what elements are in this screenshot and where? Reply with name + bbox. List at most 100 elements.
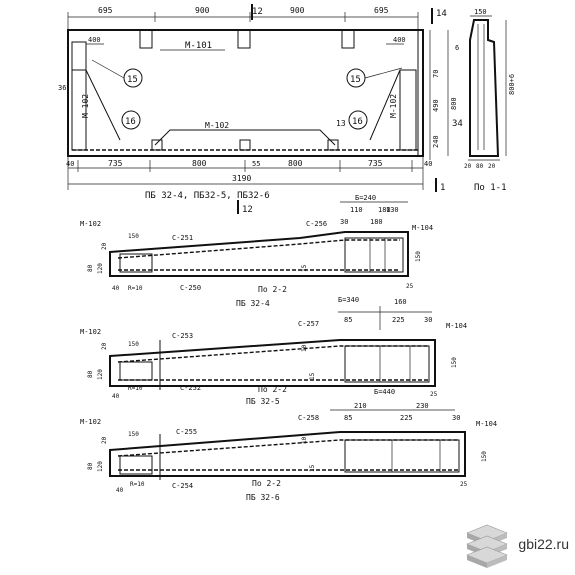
dim-top-2: 900 bbox=[195, 6, 210, 15]
mark-right: M-104 bbox=[412, 224, 433, 232]
section11-height: 800+6 bbox=[508, 74, 516, 95]
section11-top-dim: 150 bbox=[474, 8, 487, 16]
callout-15-right: 15 bbox=[350, 75, 361, 85]
side-dim-2: 490 bbox=[432, 99, 440, 112]
rebar-top: С-253 bbox=[172, 332, 193, 340]
dim-400-right: 400 bbox=[393, 36, 406, 44]
watermark-text: gbi22.ru bbox=[518, 536, 569, 552]
rebar-top: С-251 bbox=[172, 234, 193, 242]
dim-15: 15 bbox=[301, 264, 308, 272]
dim-r3: 85 bbox=[344, 414, 352, 422]
dim-r5: 30 bbox=[452, 414, 460, 422]
section-caption: ПБ 32-5 bbox=[246, 397, 280, 406]
dim-80: 80 bbox=[87, 462, 94, 470]
rebar-right: С-257 bbox=[298, 320, 319, 328]
dim-r5: 130 bbox=[386, 206, 399, 214]
section-caption: ПБ 32-4 bbox=[236, 299, 270, 308]
loop-label-top: M-101 bbox=[185, 41, 212, 51]
section-2-2-pb32-4: Б=240 110 180 30 180 130 С-256 M-104 M-1… bbox=[80, 194, 433, 308]
left-sidebar-mark: M-102 bbox=[81, 94, 90, 118]
dim-bot-7: 40 bbox=[424, 160, 432, 168]
dim-10: 10 bbox=[301, 344, 308, 352]
right-sidebar-mark: M-102 bbox=[389, 94, 398, 118]
dim-r2: 180 bbox=[378, 206, 391, 214]
dim-bot-4: 55 bbox=[252, 160, 260, 168]
section11-bot-2: 80 bbox=[476, 163, 484, 170]
dim-25: 25 bbox=[460, 481, 468, 488]
section11-bot-3: 20 bbox=[488, 163, 496, 170]
mark-14: 14 bbox=[436, 9, 447, 19]
mark-1: 1 bbox=[440, 183, 445, 193]
watermark: gbi22.ru bbox=[462, 519, 569, 569]
dim-bot-2: 735 bbox=[108, 159, 123, 168]
r-label: R=10 bbox=[130, 481, 145, 488]
dim-r1: 85 bbox=[344, 316, 352, 324]
section-name: По 2-2 bbox=[258, 285, 287, 294]
dim-150: 150 bbox=[128, 341, 139, 348]
dim-top-1: 695 bbox=[98, 6, 113, 15]
dim-r4: 225 bbox=[400, 414, 413, 422]
dim-r4: 180 bbox=[370, 218, 383, 226]
mark-12-top: 12 bbox=[252, 7, 263, 17]
dim-120: 120 bbox=[97, 461, 104, 472]
dim-r3: 225 bbox=[392, 316, 405, 324]
dim-120: 120 bbox=[97, 369, 104, 380]
stacked-slabs-logo-icon bbox=[466, 524, 509, 568]
dim-40: 40 bbox=[112, 285, 120, 292]
dim-36: 36 bbox=[58, 84, 66, 92]
dim-top-3: 900 bbox=[290, 6, 305, 15]
dim-34: 34 bbox=[452, 119, 463, 129]
rebar-bot: С-252 bbox=[180, 384, 201, 392]
side-dim-3: 240 bbox=[432, 135, 440, 148]
dim-25: 25 bbox=[430, 391, 438, 398]
side-dim-1: 70 bbox=[432, 70, 440, 78]
mark-right: M-104 bbox=[446, 322, 467, 330]
dim-150-right: 150 bbox=[415, 251, 422, 262]
section-name: По 2-2 bbox=[258, 385, 287, 394]
section-name: По 2-2 bbox=[252, 479, 281, 488]
rebar-bot: С-254 bbox=[172, 482, 193, 490]
mark-left: M-102 bbox=[80, 220, 101, 228]
rebar-right: С-258 bbox=[298, 414, 319, 422]
section-2-2-pb32-6: Б=440 210 230 85 225 30 С-258 M-104 M-10… bbox=[80, 388, 497, 502]
section11-bot-1: 20 bbox=[464, 163, 472, 170]
dim-bot-6: 735 bbox=[368, 159, 383, 168]
side-dim-5: 800 bbox=[450, 97, 458, 110]
r-label: R=10 bbox=[128, 385, 143, 392]
dim-r2: 230 bbox=[416, 402, 429, 410]
dim-40: 40 bbox=[116, 487, 124, 494]
dim-bot-1: 40 bbox=[66, 160, 74, 168]
dim-20: 20 bbox=[101, 342, 108, 350]
dim-r3: 30 bbox=[340, 218, 348, 226]
mark-left: M-102 bbox=[80, 328, 101, 336]
loop-label-bottom: M-102 bbox=[205, 121, 229, 130]
beam-elevation: 695 900 900 695 12 14 M-101 M-102 M-102 … bbox=[58, 4, 463, 215]
dim-r1: 110 bbox=[350, 206, 363, 214]
section-2-2-pb32-5: Б=340 160 85 225 30 С-257 M-104 M-102 15… bbox=[80, 296, 467, 406]
dim-150: 150 bbox=[128, 233, 139, 240]
section-1-1: 150 800+6 6 20 80 20 По 1-1 1 bbox=[435, 8, 516, 193]
dim-150: 150 bbox=[128, 431, 139, 438]
dim-top-4: 695 bbox=[374, 6, 389, 15]
rebar-bot: С-250 bbox=[180, 284, 201, 292]
r-label: R=10 bbox=[128, 285, 143, 292]
dim-15: 15 bbox=[309, 464, 316, 472]
dim-10: 10 bbox=[301, 436, 308, 444]
dim-120: 120 bbox=[97, 263, 104, 274]
section11-caption: По 1-1 bbox=[474, 183, 507, 193]
callout-16-right: 16 bbox=[352, 117, 363, 127]
dim-80: 80 bbox=[87, 264, 94, 272]
dim-15: 15 bbox=[309, 372, 316, 380]
callout-13: 13 bbox=[336, 119, 346, 128]
mark-right: M-104 bbox=[476, 420, 497, 428]
dim-r2: 160 bbox=[394, 298, 407, 306]
dim-bot-5: 800 bbox=[288, 159, 303, 168]
callout-16-left: 16 bbox=[125, 117, 136, 127]
mark-6: 6 bbox=[455, 44, 459, 52]
dim-r4: 30 bbox=[424, 316, 432, 324]
rebar-top: С-255 bbox=[176, 428, 197, 436]
section-caption: ПБ 32-6 bbox=[246, 493, 280, 502]
dim-r1: 210 bbox=[354, 402, 367, 410]
b-label: Б=340 bbox=[338, 296, 359, 304]
